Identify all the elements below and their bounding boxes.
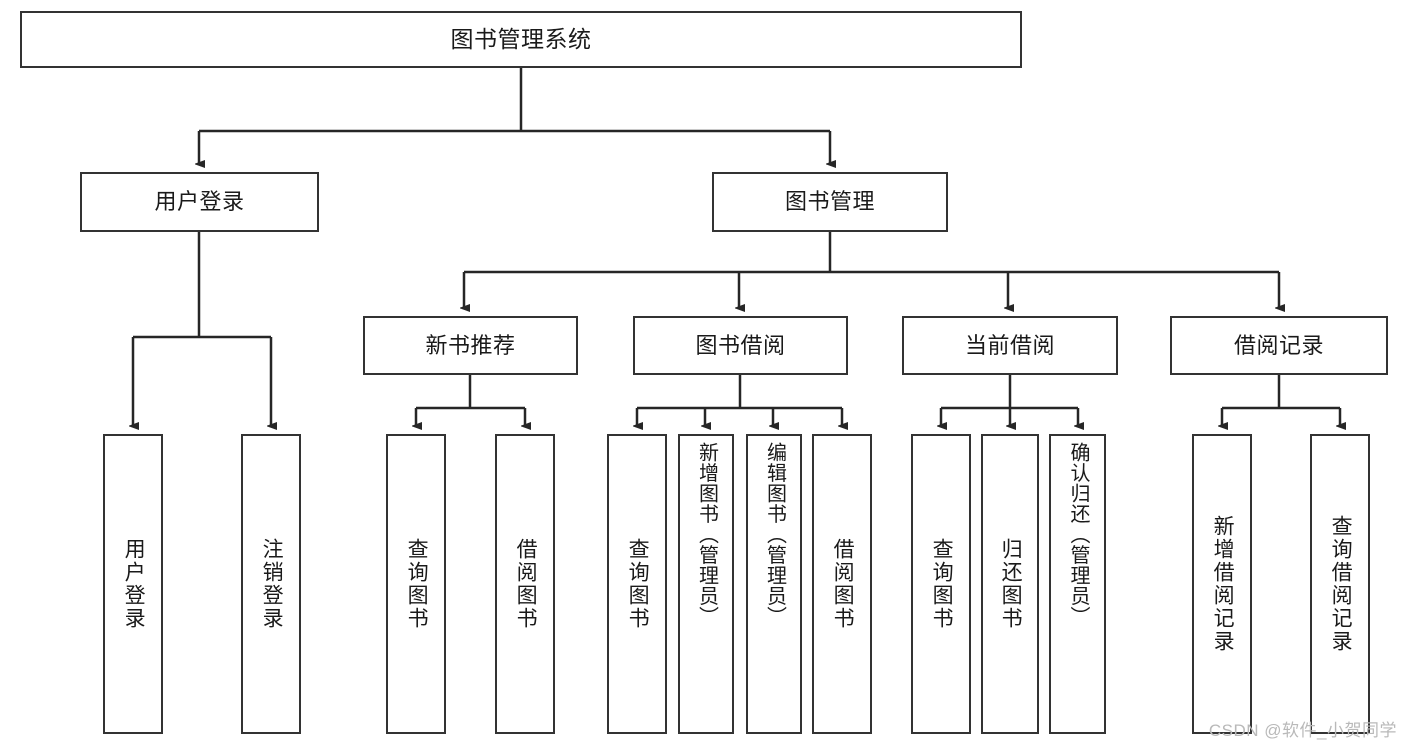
node-label: 新书推荐 <box>425 332 516 358</box>
node-label: 图书借阅 <box>695 332 786 358</box>
node-leaf-return-book[interactable]: 归还图书 <box>981 434 1039 734</box>
node-leaf-query-book-current[interactable]: 查询图书 <box>911 434 971 734</box>
node-label: 借阅图书 <box>831 538 855 630</box>
node-leaf-borrow-book-recommend[interactable]: 借阅图书 <box>495 434 555 734</box>
node-new-book-recommend[interactable]: 新书推荐 <box>363 316 578 375</box>
node-label: 查询图书 <box>405 538 429 630</box>
node-leaf-query-book-recommend[interactable]: 查询图书 <box>386 434 446 734</box>
node-book-manage[interactable]: 图书管理 <box>712 172 948 232</box>
node-leaf-add-book[interactable]: 新增图书（管理员） <box>678 434 734 734</box>
node-leaf-borrow-book[interactable]: 借阅图书 <box>812 434 872 734</box>
node-leaf-edit-book[interactable]: 编辑图书（管理员） <box>746 434 802 734</box>
node-label: 用户登录 <box>122 538 146 630</box>
node-label: 确认归还（管理员） <box>1067 442 1089 627</box>
node-label: 编辑图书（管理员） <box>763 442 786 627</box>
node-label: 图书管理系统 <box>450 26 592 52</box>
csdn-watermark: CSDN @软件_小贺同学 <box>1208 721 1397 740</box>
node-leaf-user-logout[interactable]: 注销登录 <box>241 434 301 734</box>
node-label: 查询图书 <box>930 538 954 630</box>
node-user-login[interactable]: 用户登录 <box>80 172 319 232</box>
node-label: 新增图书（管理员） <box>695 442 718 627</box>
node-leaf-user-login[interactable]: 用户登录 <box>103 434 163 734</box>
node-book-management-system[interactable]: 图书管理系统 <box>20 11 1022 68</box>
node-label: 归还图书 <box>999 538 1023 630</box>
node-label: 查询借阅记录 <box>1329 515 1353 653</box>
node-leaf-query-book-borrow[interactable]: 查询图书 <box>607 434 667 734</box>
node-current-borrow[interactable]: 当前借阅 <box>902 316 1118 375</box>
node-label: 借阅记录 <box>1233 332 1324 358</box>
node-leaf-query-borrow-record[interactable]: 查询借阅记录 <box>1310 434 1370 734</box>
node-label: 用户登录 <box>154 189 245 214</box>
node-label: 新增借阅记录 <box>1211 515 1235 653</box>
node-label: 查询图书 <box>626 538 650 630</box>
node-label: 借阅图书 <box>514 538 538 630</box>
node-leaf-add-borrow-record[interactable]: 新增借阅记录 <box>1192 434 1252 734</box>
node-leaf-confirm-return[interactable]: 确认归还（管理员） <box>1049 434 1106 734</box>
node-book-borrow[interactable]: 图书借阅 <box>633 316 848 375</box>
node-borrow-record[interactable]: 借阅记录 <box>1170 316 1388 375</box>
node-label: 注销登录 <box>260 538 284 630</box>
node-label: 当前借阅 <box>964 332 1055 358</box>
node-label: 图书管理 <box>784 189 875 214</box>
